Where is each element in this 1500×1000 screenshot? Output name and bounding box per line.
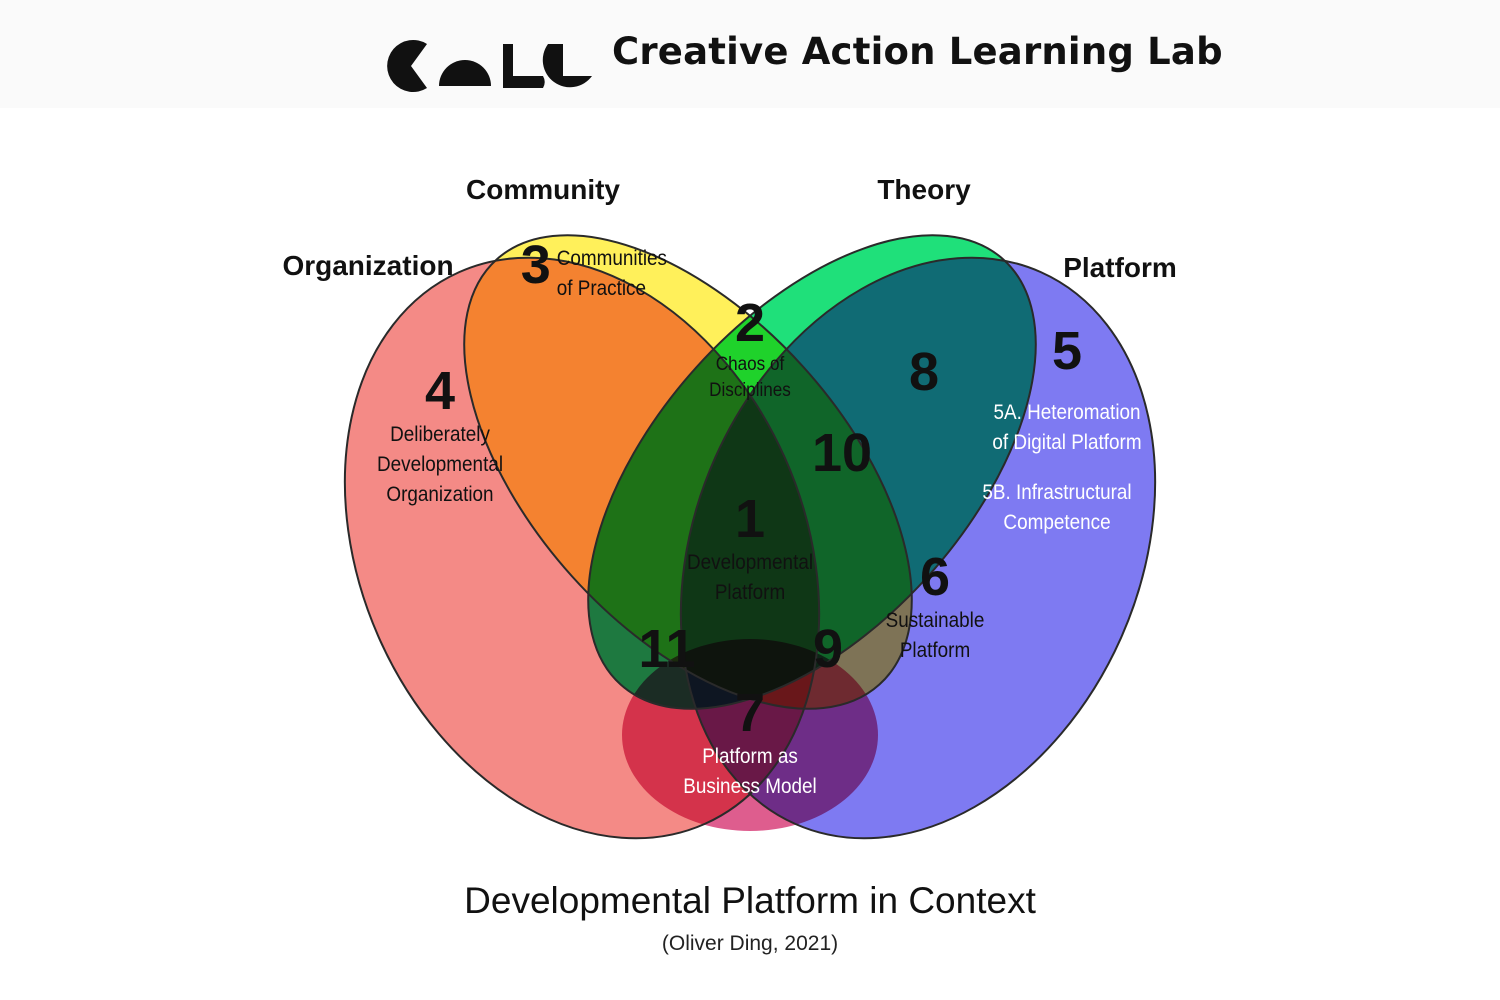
region-5b-line1: 5B. Infrastructural <box>982 481 1132 504</box>
region-3: 3 Communities of Practice <box>521 236 680 304</box>
venn-outlines <box>343 234 1157 840</box>
region-8-number: 8 <box>908 342 940 402</box>
diagram-title: Developmental Platform in Context <box>464 880 1036 921</box>
business-model-lobe <box>622 639 878 831</box>
region-2: 2 Chaos of Disciplines <box>705 294 796 404</box>
region-2-number: 2 <box>734 293 766 353</box>
set-label-organization: Organization <box>282 250 454 281</box>
region-4-line2: Developmental <box>376 453 504 476</box>
region-7-number: 7 <box>734 683 766 743</box>
region-5a-line2: of Digital Platform <box>992 431 1142 454</box>
region-7-line1: Platform as <box>702 745 798 768</box>
header-band <box>0 0 1500 108</box>
region-5b-line2: Competence <box>1003 511 1111 534</box>
region-5a-line1: 5A. Heteromation <box>993 401 1141 424</box>
region-5a: 5A. Heteromation of Digital Platform <box>984 398 1150 458</box>
region-6-line1: Sustainable <box>885 609 985 632</box>
region-11: 11 <box>638 620 695 678</box>
region-9-number: 9 <box>812 619 844 679</box>
region-7-line2: Business Model <box>683 775 817 798</box>
region-5-number: 5 <box>1051 321 1083 381</box>
region-1: 1 Developmental Platform <box>680 490 820 608</box>
community-ellipse-outline <box>463 234 913 710</box>
set-label-theory: Theory <box>877 174 971 205</box>
region-9: 9 <box>813 620 843 678</box>
region-10: 10 <box>812 424 872 482</box>
region-2-line2: Disciplines <box>709 380 791 401</box>
diagram-credit: (Oliver Ding, 2021) <box>661 932 839 955</box>
region-8: 8 <box>909 343 939 401</box>
region-6-line2: Platform <box>899 639 971 662</box>
region-1-line2: Platform <box>714 581 786 604</box>
region-7: 7 Platform as Business Model <box>676 684 824 802</box>
region-3-number: 3 <box>520 235 551 295</box>
region-4-line1: Deliberately <box>390 423 490 446</box>
region-1-line1: Developmental <box>686 551 814 574</box>
region-10-number: 10 <box>811 423 873 483</box>
set-label-platform: Platform <box>1063 252 1177 283</box>
region-6-number: 6 <box>919 547 951 607</box>
region-11-number: 11 <box>638 619 696 679</box>
region-4-number: 4 <box>424 361 456 421</box>
region-2-line1: Chaos of <box>715 354 785 375</box>
brand-title: Creative Action Learning Lab <box>612 30 1223 73</box>
set-label-community: Community <box>466 174 620 205</box>
region-3-line2: of Practice <box>556 277 647 300</box>
organization-ellipse-outline <box>343 256 821 840</box>
region-3-line1: Communities <box>556 247 668 270</box>
region-4-line3: Organization <box>386 483 494 506</box>
venn-fills <box>344 235 1156 839</box>
platform-ellipse-outline <box>679 256 1157 840</box>
region-6: 6 Sustainable Platform <box>880 548 990 666</box>
region-5: 5 <box>1052 322 1082 380</box>
theory-ellipse-outline <box>587 234 1037 710</box>
region-1-number: 1 <box>734 489 766 549</box>
region-4: 4 Deliberately Developmental Organizatio… <box>370 362 510 510</box>
region-5b: 5B. Infrastructural Competence <box>974 478 1140 538</box>
call-logo-icon <box>387 40 592 92</box>
